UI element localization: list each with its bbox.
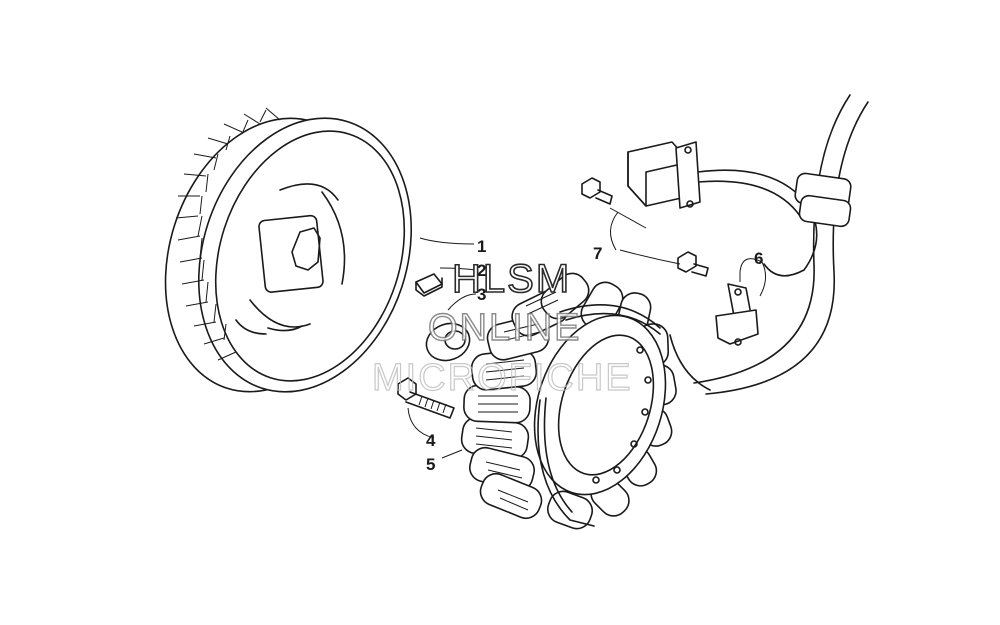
callout-labels: 1 2 3 4 5 6 7 [426,237,763,474]
callout-3: 3 [477,285,486,304]
washer-icon[interactable] [421,318,475,367]
screw-icon[interactable] [581,177,709,277]
wire-clamp-icon[interactable] [715,283,759,346]
callout-1: 1 [477,237,486,256]
wire-harness [669,94,869,395]
watermark-line-2: ONLINE [428,307,581,349]
woodruff-key-icon[interactable] [415,273,443,297]
callout-2: 2 [477,261,486,280]
watermark-line-3: MICROFICHE [372,357,633,399]
callout-6: 6 [754,249,763,268]
watermark: HLSM ONLINE MICROFICHE [371,256,633,399]
leader-lines [407,207,766,459]
callout-4: 4 [426,431,436,450]
connector-icon[interactable] [627,141,701,209]
stator-icon[interactable] [460,268,688,533]
flywheel-icon[interactable] [132,90,446,419]
watermark-line-1: HLSM [452,257,571,301]
callout-7: 7 [593,244,602,263]
callout-5: 5 [426,455,435,474]
bolt-icon[interactable] [397,377,455,419]
grommet-icon[interactable] [794,172,852,228]
